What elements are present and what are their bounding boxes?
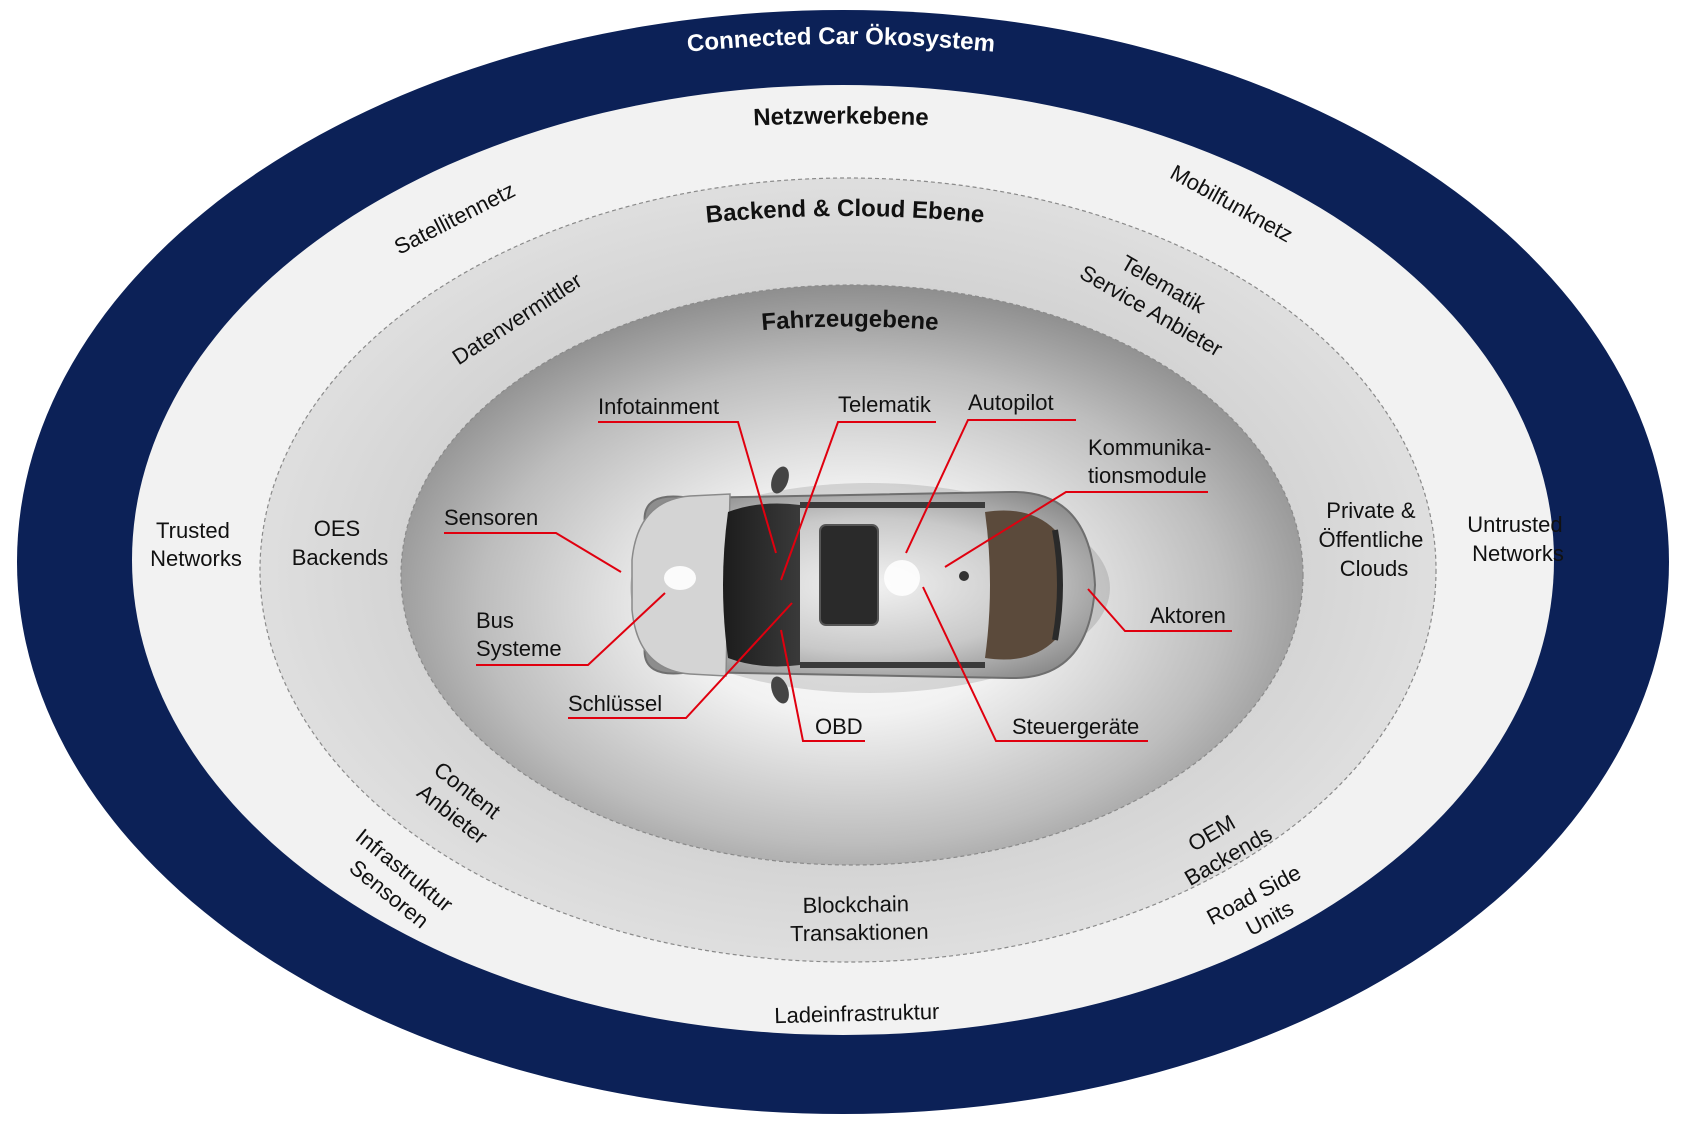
network-ladeinfrastruktur: Ladeinfrastruktur bbox=[774, 999, 940, 1028]
network-untrusted-networks: Untrusted Networks bbox=[1467, 512, 1569, 566]
component-telematik: Telematik bbox=[838, 392, 932, 417]
vehicle-component-labels: Infotainment Telematik AutopilotKommunika-… bbox=[444, 390, 1232, 742]
leader-line-obd bbox=[780, 629, 865, 742]
component-schluessel: Schlüssel bbox=[568, 691, 662, 716]
leader-line-autopilot bbox=[905, 419, 1076, 554]
component-steuergeraete: Steuergeräte bbox=[1012, 714, 1139, 739]
component-autopilot: Autopilot bbox=[968, 390, 1054, 415]
leader-line-kommunikation bbox=[944, 491, 1208, 568]
leader-line-aktoren bbox=[1087, 588, 1232, 632]
component-kommunikation: Kommunika-tionsmodule bbox=[1088, 435, 1211, 488]
backend-oes-backends: OES Backends bbox=[292, 516, 389, 570]
leader-line-infotainment bbox=[598, 421, 777, 554]
leader-line-telematik bbox=[780, 421, 936, 581]
vehicle-layer-title: Fahrzeugebene bbox=[760, 305, 939, 336]
leader-line-schluessel bbox=[568, 602, 793, 719]
component-obd: OBD bbox=[815, 714, 863, 739]
network-trusted-networks: Trusted Networks bbox=[150, 518, 242, 571]
leader-line-bus bbox=[476, 592, 666, 666]
component-sensoren: Sensoren bbox=[444, 505, 538, 530]
backend-private-oeffentliche-clouds: Private & Öffentliche Clouds bbox=[1319, 498, 1430, 581]
backend-blockchain-transaktionen: Blockchain Transaktionen bbox=[789, 891, 929, 946]
network-layer-title: Netzwerkebene bbox=[753, 102, 930, 131]
leader-line-steuergeraete bbox=[922, 586, 1148, 742]
component-aktoren: Aktoren bbox=[1150, 603, 1226, 628]
component-infotainment: Infotainment bbox=[598, 394, 719, 419]
leader-line-sensoren bbox=[444, 532, 622, 573]
car-image bbox=[630, 466, 1110, 704]
